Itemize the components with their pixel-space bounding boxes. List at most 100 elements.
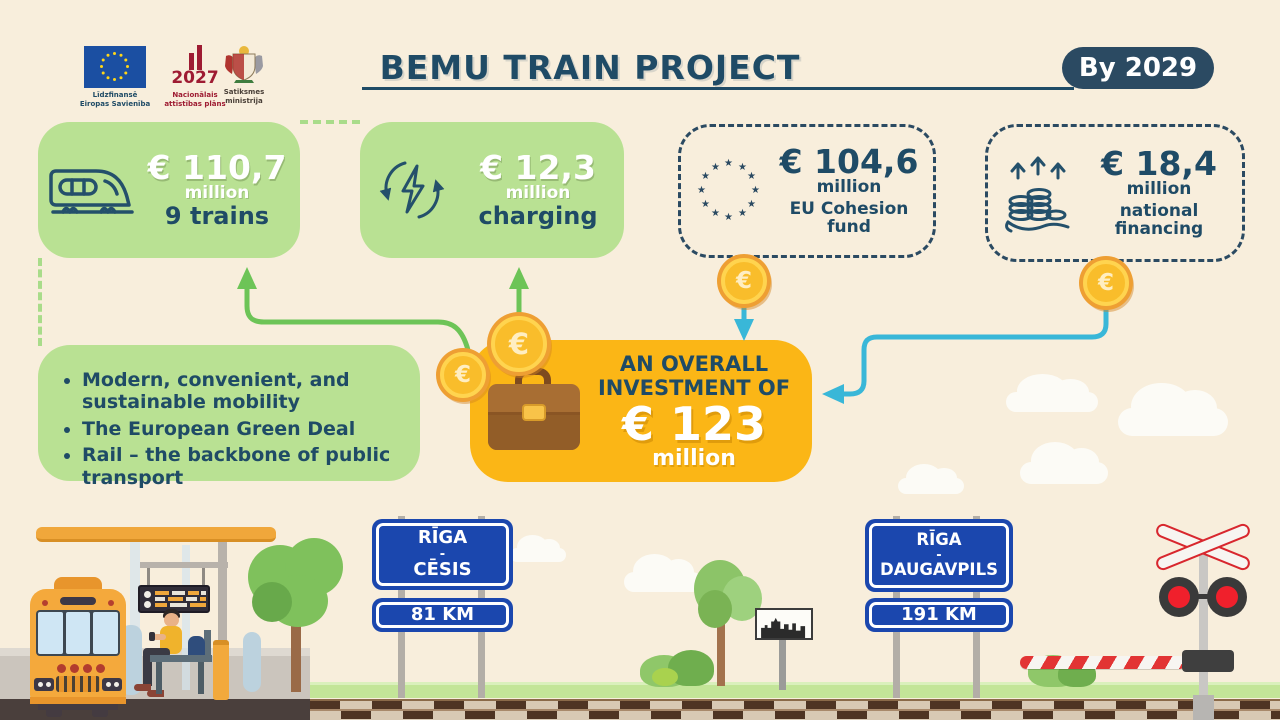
card-unit: million (505, 182, 571, 203)
board-hanger (147, 568, 150, 586)
route-to: CĒSIS (413, 559, 472, 581)
investment-unit: million (652, 446, 736, 472)
euro-coin: € (721, 258, 767, 304)
charging-icon (360, 153, 464, 227)
crossing-light (1207, 577, 1247, 617)
tree-trunk (717, 606, 725, 686)
board-hanger (202, 568, 205, 586)
benefit-item: Rail – the backbone of public transport (82, 444, 402, 489)
dashed-connector-top (300, 120, 360, 124)
euro-coin: € (1083, 260, 1129, 306)
card-cohesion: ★ ★ ★ ★ ★ ★ ★ ★ ★ ★ ★ ★ € 104,6 million … (678, 124, 936, 258)
ndp-bars-icon (158, 44, 232, 70)
dashed-connector-left (38, 258, 42, 346)
cloud (1020, 442, 1108, 484)
glass-panel (182, 545, 190, 690)
canopy-pillar (218, 537, 227, 657)
eu-stars-circle (113, 52, 116, 55)
person-torso (160, 626, 182, 654)
canopy-roof (36, 527, 276, 542)
passenger-silhouette (243, 632, 261, 692)
eu-stars-icon: ★ ★ ★ ★ ★ ★ ★ ★ ★ ★ ★ ★ (697, 158, 760, 223)
coins-hand-icon (988, 151, 1088, 235)
route-sign-riga-daugavpils: RĪGA - DAUGAVPILS (865, 519, 1013, 592)
barrier-housing (1182, 650, 1234, 672)
card-label: national financing (1114, 200, 1204, 240)
investment-card: AN OVERALL INVESTMENT OF € 123 million (470, 340, 812, 482)
person-shoe (147, 690, 164, 697)
tram-windshield (36, 610, 120, 656)
route-from: RĪGA (916, 529, 962, 549)
ndp-2027-logo: 2027 Nacionālais attīstības plāns (158, 44, 232, 108)
tree-crown-shadow (252, 582, 292, 622)
card-amount: € 18,4 (1101, 144, 1217, 184)
tram-marker-light (108, 600, 114, 606)
tram-light (57, 664, 66, 673)
city-sign-post (779, 638, 786, 690)
euro-coin: € (440, 352, 486, 398)
bench-leg (198, 662, 204, 694)
bench-back (204, 630, 211, 662)
benefit-item: The European Green Deal (82, 418, 402, 440)
person-arm (153, 634, 166, 640)
bench-seat (150, 655, 212, 662)
route-separator: - (936, 547, 942, 563)
cloud (510, 535, 566, 562)
coat-of-arms-icon (225, 46, 263, 83)
tram-undercarriage (38, 704, 118, 710)
card-amount: € 12,3 (480, 147, 596, 187)
card-unit: million (1126, 179, 1192, 200)
person-thigh (143, 648, 170, 658)
canopy-beam (140, 562, 228, 568)
tram-grille (56, 676, 100, 692)
card-charging: € 12,3 million charging (360, 122, 624, 258)
card-trains: € 110,7 million 9 trains (38, 122, 300, 258)
cloud (898, 463, 964, 494)
tram-roof (54, 577, 102, 591)
grass-strip (0, 682, 1280, 698)
train-icon (38, 159, 146, 221)
card-national: € 18,4 million national financing (985, 124, 1245, 262)
route-from: RĪGA (417, 526, 468, 548)
route-sign-riga-cesis: RĪGA - CĒSIS (372, 519, 513, 590)
cloud (1006, 374, 1098, 412)
route-distance: 191 KM (901, 603, 977, 625)
crossing-pole (1199, 548, 1208, 720)
eu-flag-logo (84, 46, 146, 88)
ticket-machine (213, 640, 229, 700)
arrow-to-trains (237, 267, 471, 353)
tram-headlight (34, 678, 54, 691)
glass-panel (130, 540, 140, 690)
railway-track (0, 699, 1280, 720)
phone (149, 632, 155, 641)
card-unit: million (816, 177, 882, 198)
investment-heading: AN OVERALL INVESTMENT OF (597, 351, 791, 400)
card-amount: € 110,7 (147, 147, 287, 187)
tram-light (83, 664, 92, 673)
tree-crown-shadow (698, 590, 732, 628)
tram-skirt (30, 697, 126, 704)
benefits-card: Modern, convenient, and sustainable mobi… (38, 345, 420, 489)
tram-light (70, 664, 79, 673)
card-label: 9 trains (164, 202, 270, 231)
deadline-badge: By 2029 (1062, 47, 1214, 89)
briefcase-icon (470, 340, 594, 482)
tram-headlight (102, 678, 122, 691)
route-separator: - (439, 546, 446, 562)
tram-wheel (46, 706, 62, 717)
benefits-list: Modern, convenient, and sustainable mobi… (38, 345, 420, 489)
person-shoe (134, 684, 151, 691)
tram-marker-light (42, 600, 48, 606)
card-amount: € 104,6 (779, 142, 919, 182)
ministry-caption: Satiksmes ministrija (223, 88, 265, 105)
skyline-icon (761, 617, 806, 638)
eu-logo-caption: Līdzfinansē Eiropas Savienība (79, 91, 151, 108)
distance-sign-191km: 191 KM (865, 598, 1013, 632)
card-label: EU Cohesion fund (789, 198, 909, 238)
distance-sign-81km: 81 KM (372, 598, 513, 632)
route-distance: 81 KM (410, 603, 475, 625)
light-bar (1180, 594, 1228, 599)
cloud (1118, 382, 1228, 436)
tram-wheel (92, 706, 108, 717)
